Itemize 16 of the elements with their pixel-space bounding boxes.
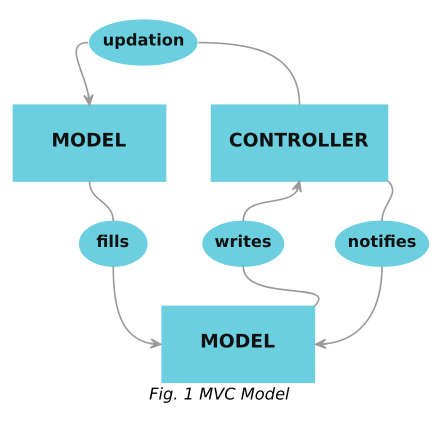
arrow (76, 42, 94, 106)
node-box: CONTROLLER (210, 104, 388, 182)
node-ellipse: writes (202, 220, 284, 267)
node-box: MODEL (161, 306, 316, 384)
arrow (314, 266, 383, 350)
caption: Fig. 1 MVC Model (149, 384, 290, 404)
node-ellipse: notifies (334, 220, 430, 267)
connector (242, 266, 320, 307)
node-ellipse: updation (88, 19, 198, 66)
node-box: MODEL (12, 104, 166, 182)
arrow (112, 266, 162, 349)
connector (88, 181, 114, 222)
connector (381, 180, 394, 222)
connector (198, 42, 300, 106)
arrow (242, 180, 302, 222)
node-ellipse: fills (78, 220, 148, 267)
